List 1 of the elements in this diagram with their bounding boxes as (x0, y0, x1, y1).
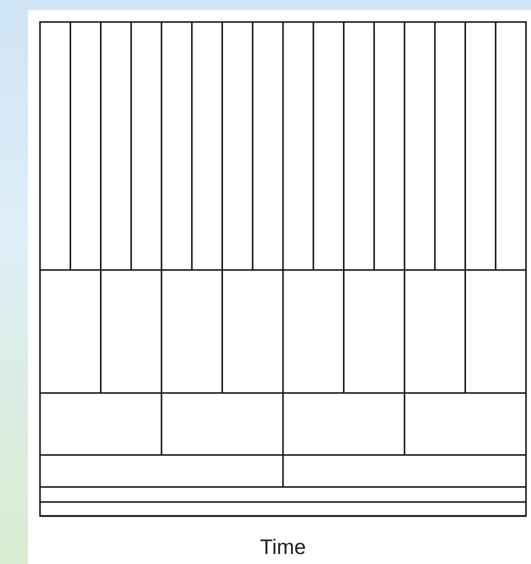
axis-label: Time (260, 536, 306, 560)
